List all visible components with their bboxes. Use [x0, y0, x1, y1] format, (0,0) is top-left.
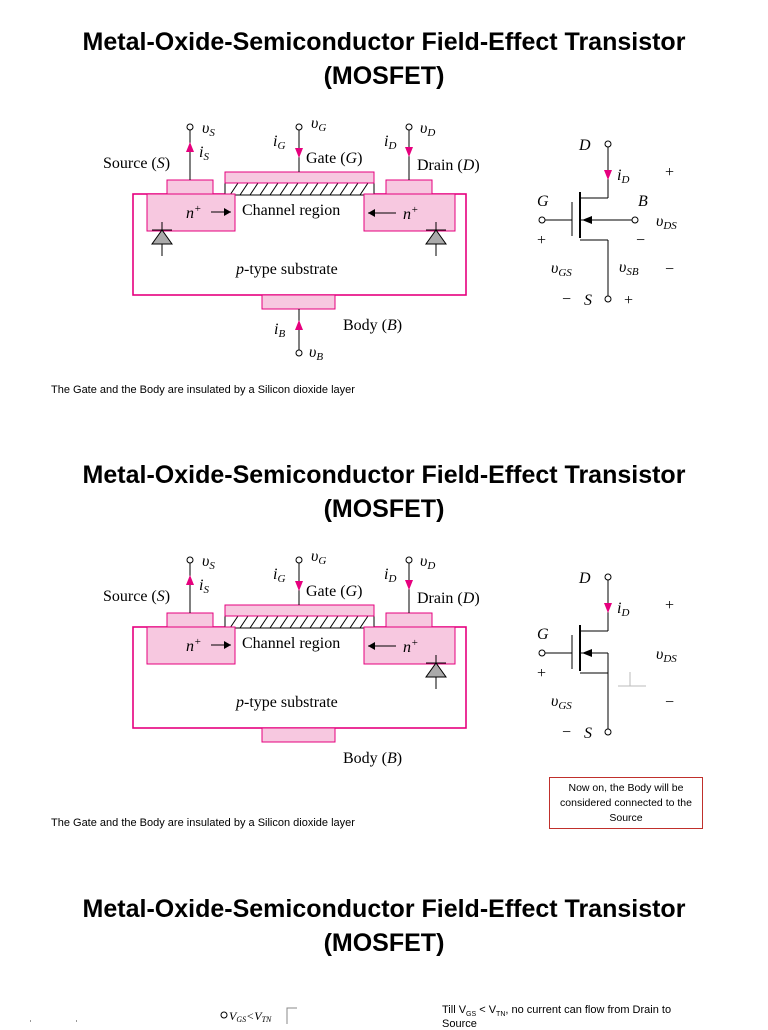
svg-text:p-type substrate: p-type substrate: [235, 694, 338, 711]
source-diode-icon: [151, 222, 173, 256]
svg-text:υGS: υGS: [551, 693, 572, 712]
svg-text:Channel region: Channel region: [242, 635, 340, 652]
svg-text:iG: iG: [273, 566, 285, 585]
svg-text:Source (S): Source (S): [103, 588, 170, 605]
title-line-2: (MOSFET): [323, 929, 445, 957]
svg-text:υGS: υGS: [551, 260, 572, 279]
mosfet-symbol: D G S iD υDS υGS + + − −: [537, 570, 677, 742]
svg-text:iB: iB: [274, 321, 285, 340]
svg-text:Source (S): Source (S): [103, 155, 170, 172]
svg-text:Drain (D): Drain (D): [417, 590, 480, 607]
svg-text:iS: iS: [199, 577, 209, 596]
svg-text:n+: n+: [186, 203, 201, 222]
svg-text:Body (B): Body (B): [343, 317, 402, 334]
svg-text:−: −: [562, 291, 571, 308]
caption: The Gate and the Body are insulated by a…: [51, 817, 355, 829]
title-line-1: Metal-Oxide-Semiconductor Field-Effect T…: [82, 461, 686, 489]
margin-marks: [30, 1020, 77, 1022]
svg-text:υG: υG: [311, 115, 326, 134]
svg-text:Channel region: Channel region: [242, 202, 340, 219]
title-line-2: (MOSFET): [323, 62, 445, 90]
drain-diode-icon: [425, 222, 447, 256]
svg-text:iD: iD: [617, 167, 629, 186]
mosfet-cross-section-diagram: Source (S) Gate (G) Drain (D) Channel re…: [103, 115, 677, 363]
svg-text:iD: iD: [617, 600, 629, 619]
title-line-1: Metal-Oxide-Semiconductor Field-Effect T…: [82, 28, 686, 56]
svg-text:−: −: [636, 232, 645, 249]
svg-text:Gate (G): Gate (G): [306, 583, 362, 600]
svg-text:+: +: [537, 232, 546, 249]
svg-text:υDS: υDS: [656, 213, 677, 232]
svg-text:S: S: [584, 292, 592, 309]
svg-text:υSB: υSB: [619, 259, 639, 278]
svg-text:Body (B): Body (B): [343, 750, 402, 767]
svg-text:iD: iD: [384, 566, 396, 585]
svg-text:υDS: υDS: [656, 646, 677, 665]
svg-text:iS: iS: [199, 144, 209, 163]
svg-text:+: +: [624, 292, 633, 309]
mosfet-symbol-with-body: D G B S iD υDS υGS υSB + + − − − +: [537, 137, 677, 309]
svg-text:υS: υS: [202, 553, 215, 572]
svg-text:iD: iD: [384, 133, 396, 152]
svg-text:n+: n+: [403, 204, 418, 223]
svg-text:VGS<VTN: VGS<VTN: [229, 1009, 272, 1024]
svg-text:Gate (G): Gate (G): [306, 150, 362, 167]
svg-text:+: +: [665, 597, 674, 614]
explanation-text: Till VGS < VTN, no current can flow from…: [442, 1004, 672, 1030]
svg-text:n+: n+: [403, 637, 418, 656]
svg-text:Drain (D): Drain (D): [417, 157, 480, 174]
svg-text:−: −: [665, 694, 674, 711]
svg-text:B: B: [638, 193, 648, 210]
svg-text:−: −: [562, 724, 571, 741]
svg-text:p-type substrate: p-type substrate: [235, 261, 338, 278]
title-line-2: (MOSFET): [323, 495, 445, 523]
svg-text:+: +: [665, 164, 674, 181]
callout-note: Now on, the Body will be considered conn…: [549, 777, 703, 829]
svg-text:iG: iG: [273, 133, 285, 152]
svg-text:n+: n+: [186, 636, 201, 655]
svg-text:G: G: [537, 626, 549, 643]
title-line-1: Metal-Oxide-Semiconductor Field-Effect T…: [82, 895, 686, 923]
svg-text:υD: υD: [420, 120, 435, 139]
slide-title: Metal-Oxide-Semiconductor Field-Effect T…: [0, 25, 768, 93]
svg-text:D: D: [578, 570, 591, 587]
svg-text:υB: υB: [309, 344, 323, 363]
svg-text:G: G: [537, 193, 549, 210]
svg-text:+: +: [537, 665, 546, 682]
svg-text:υS: υS: [202, 120, 215, 139]
formula-fragment: VGS<VTN: [220, 1007, 297, 1024]
svg-text:υG: υG: [311, 548, 326, 567]
slide-title: Metal-Oxide-Semiconductor Field-Effect T…: [0, 458, 768, 526]
drain-diode-icon: [425, 655, 447, 689]
svg-text:D: D: [578, 137, 591, 154]
caption: The Gate and the Body are insulated by a…: [51, 384, 355, 396]
slide-title: Metal-Oxide-Semiconductor Field-Effect T…: [0, 892, 768, 960]
svg-text:−: −: [665, 261, 674, 278]
svg-text:S: S: [584, 725, 592, 742]
mosfet-cross-section-diagram: Source (S) Gate (G) Drain (D) Channel re…: [103, 548, 677, 767]
svg-text:υD: υD: [420, 553, 435, 572]
